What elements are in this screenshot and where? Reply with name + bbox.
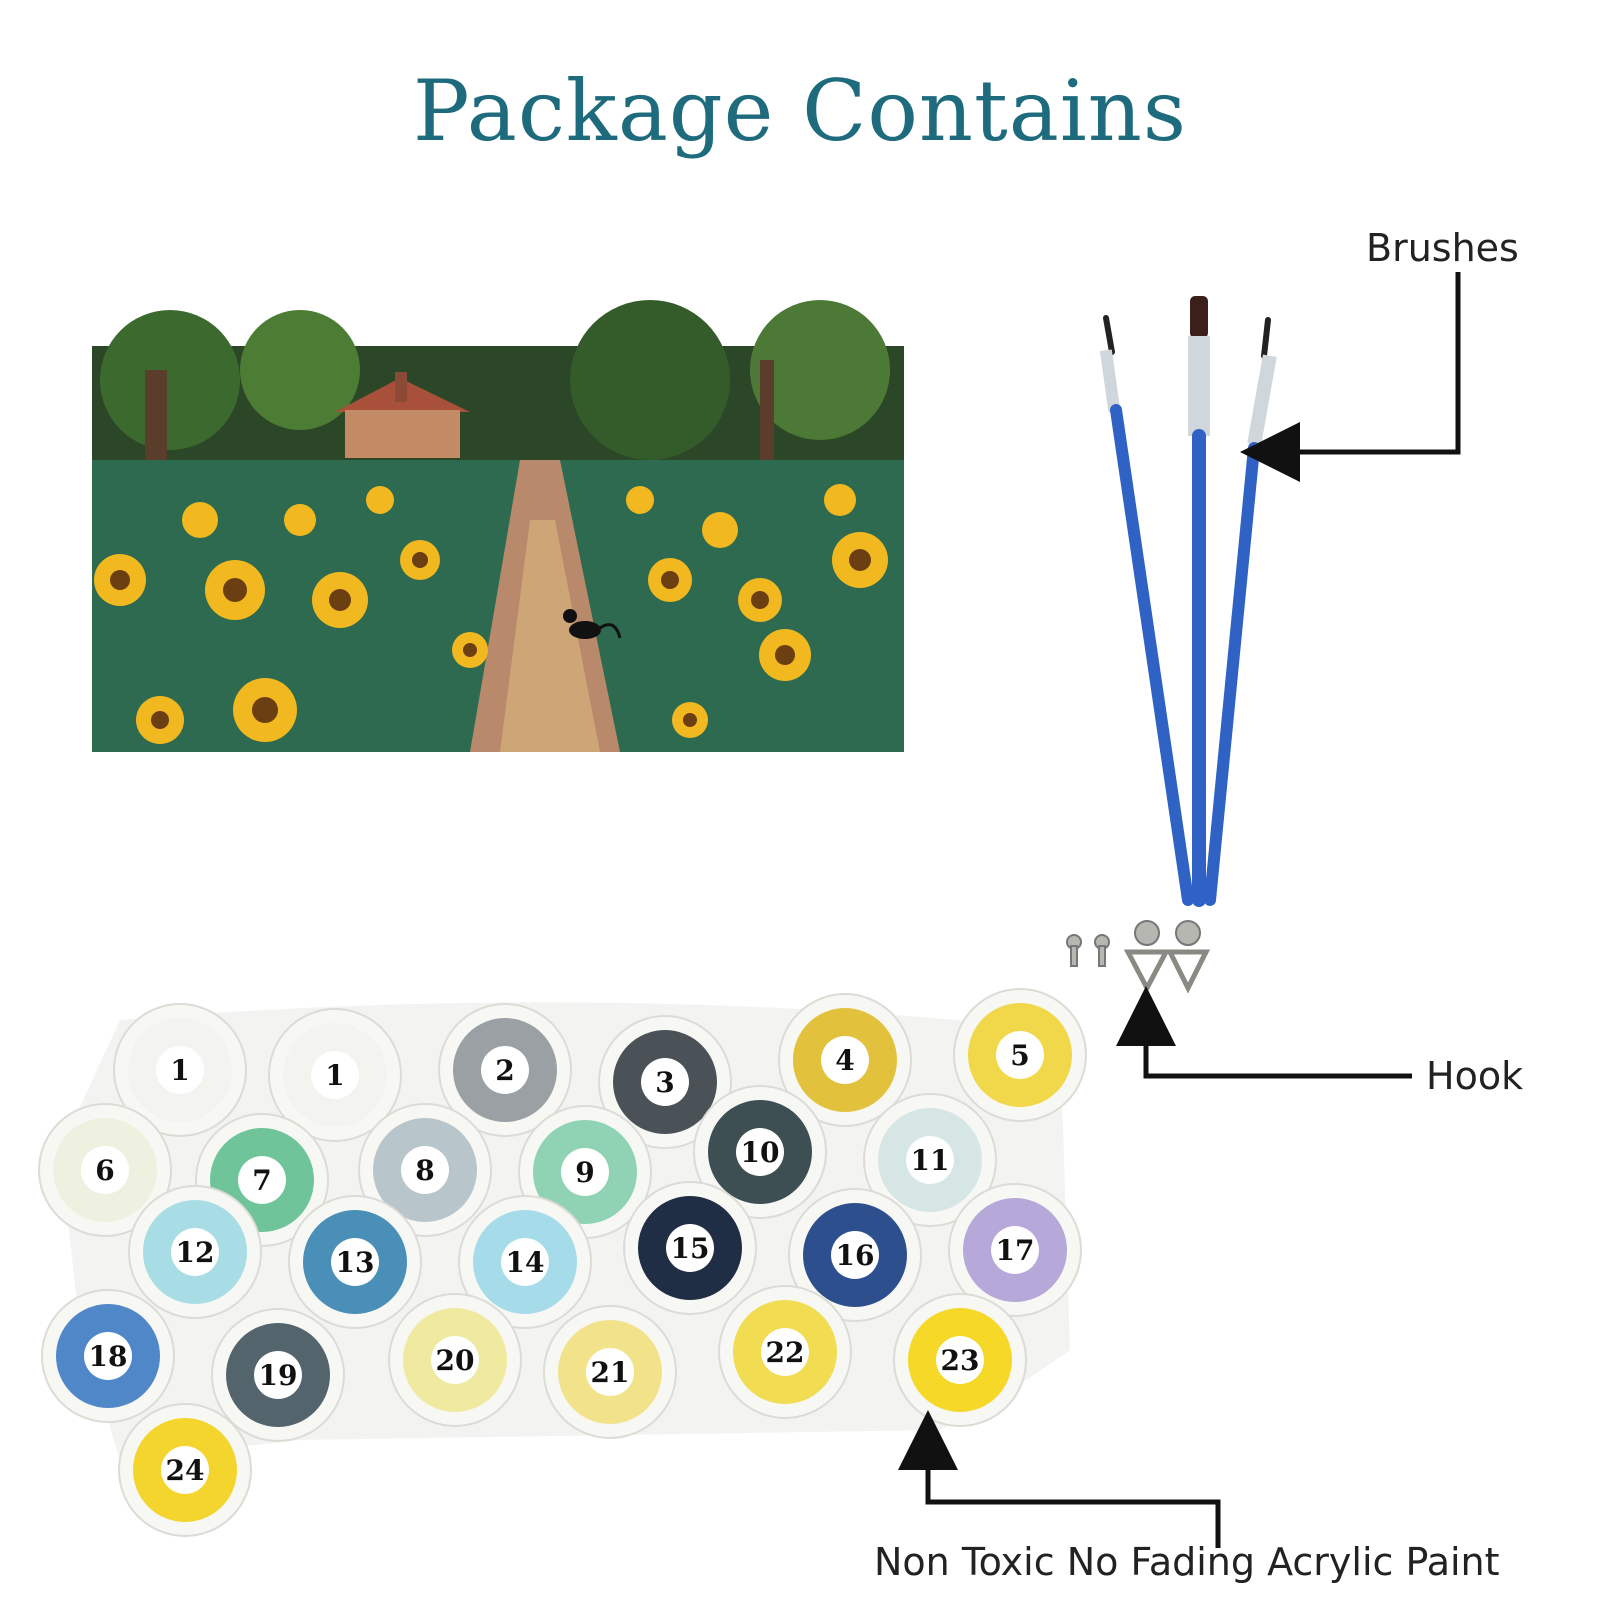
pot-number: 17 <box>996 1234 1035 1267</box>
pot-number-badge <box>431 1336 479 1384</box>
paint-pot: 17 <box>948 1183 1082 1317</box>
paint-label: Non Toxic No Fading Acrylic Paint <box>874 1540 1500 1584</box>
pot-number: 11 <box>911 1144 950 1177</box>
pot-number: 20 <box>436 1344 475 1377</box>
pot-number: 7 <box>252 1164 271 1197</box>
paint-pot: 1 <box>113 1003 247 1137</box>
pot-number-badge <box>831 1231 879 1279</box>
pot-number-badge <box>936 1336 984 1384</box>
paint-pot: 15 <box>623 1181 757 1315</box>
pot-number-badge <box>311 1051 359 1099</box>
hook-label: Hook <box>1426 1054 1524 1098</box>
pot-number-badge <box>906 1136 954 1184</box>
paint-pot: 21 <box>543 1305 677 1439</box>
paint-pot: 19 <box>211 1308 345 1442</box>
pot-number-badge <box>171 1228 219 1276</box>
paint-pot: 8 <box>358 1103 492 1237</box>
paint-pot: 22 <box>718 1285 852 1419</box>
pot-number: 1 <box>170 1054 189 1087</box>
paint-pot: 20 <box>388 1293 522 1427</box>
pot-number: 13 <box>336 1246 375 1279</box>
pot-number: 18 <box>89 1340 128 1373</box>
pot-number: 23 <box>941 1344 980 1377</box>
paint-pot: 2 <box>438 1003 572 1137</box>
brushes-callout-line <box>1240 272 1461 482</box>
hook-illustration <box>1066 920 1211 994</box>
pot-number: 3 <box>655 1066 674 1099</box>
pot-number-badge <box>991 1226 1039 1274</box>
pot-number-badge <box>331 1238 379 1286</box>
paint-pot: 3 <box>598 1015 732 1149</box>
pot-number-badge <box>81 1146 129 1194</box>
pot-number: 14 <box>506 1246 545 1279</box>
pot-number-badge <box>641 1058 689 1106</box>
page-title: Package Contains <box>413 62 1187 160</box>
paint-pot: 23 <box>893 1293 1027 1427</box>
paint-pot: 14 <box>458 1195 592 1329</box>
pot-number: 6 <box>95 1154 114 1187</box>
pot-number-badge <box>736 1128 784 1176</box>
paint-pot: 4 <box>778 993 912 1127</box>
paint-pot: 13 <box>288 1195 422 1329</box>
pot-number-badge <box>996 1031 1044 1079</box>
paint-pot: 10 <box>693 1085 827 1219</box>
pot-number-badge <box>501 1238 549 1286</box>
pot-number-badge <box>821 1036 869 1084</box>
pot-number: 2 <box>495 1054 514 1087</box>
pot-number: 8 <box>415 1154 434 1187</box>
hook-callout-line <box>1116 986 1412 1079</box>
pot-number: 9 <box>575 1156 594 1189</box>
paint-pot: 18 <box>41 1289 175 1423</box>
pot-number: 1 <box>325 1059 344 1092</box>
paint-pot: 24 <box>118 1403 252 1537</box>
paint-pot: 11 <box>863 1093 997 1227</box>
painting-preview-image <box>92 300 904 752</box>
pot-number: 12 <box>176 1236 215 1269</box>
brushes-label: Brushes <box>1366 226 1519 270</box>
pot-number-badge <box>761 1328 809 1376</box>
paint-pot: 1 <box>268 1008 402 1142</box>
pot-number: 24 <box>166 1454 205 1487</box>
pot-number-badge <box>666 1224 714 1272</box>
pot-number: 5 <box>1010 1039 1029 1072</box>
pot-number-badge <box>84 1332 132 1380</box>
paint-callout-line <box>898 1410 1221 1548</box>
pot-number-badge <box>586 1348 634 1396</box>
pot-number-badge <box>561 1148 609 1196</box>
paint-pot: 6 <box>38 1103 172 1237</box>
pot-number-badge <box>254 1351 302 1399</box>
pot-number: 21 <box>591 1356 630 1389</box>
pot-number: 15 <box>671 1232 710 1265</box>
pot-number-badge <box>161 1446 209 1494</box>
pot-number: 4 <box>835 1044 854 1077</box>
paint-pot: 5 <box>953 988 1087 1122</box>
pot-number-badge <box>401 1146 449 1194</box>
pot-number: 10 <box>741 1136 780 1169</box>
pot-number: 22 <box>766 1336 805 1369</box>
paint-pot: 12 <box>128 1185 262 1319</box>
pot-number-badge <box>238 1156 286 1204</box>
brushes-illustration <box>1099 296 1277 907</box>
paint-pot: 16 <box>788 1188 922 1322</box>
pot-number-badge <box>156 1046 204 1094</box>
pot-number: 19 <box>259 1359 298 1392</box>
pot-number-badge <box>481 1046 529 1094</box>
pot-number: 16 <box>836 1239 875 1272</box>
